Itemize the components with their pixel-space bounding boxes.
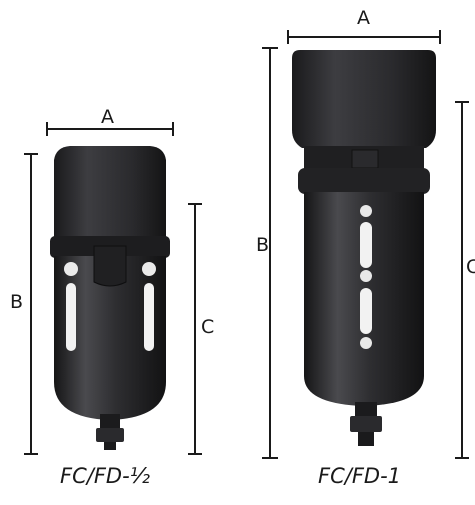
dims-one (262, 30, 469, 459)
filter-one-drain-neck (355, 402, 377, 416)
filter-half-latch (93, 245, 127, 287)
sight-glass-right-top (142, 262, 156, 276)
filter-half-drain-nut (96, 428, 124, 442)
filter-half-inch (50, 146, 170, 450)
sight-glass-right (144, 283, 154, 351)
dim-one-B-label: B (256, 234, 270, 256)
dim-half-B-label: B (10, 291, 24, 313)
dim-half-C-label: C (201, 316, 215, 338)
filter-half-bowl (54, 256, 166, 420)
caption-half: FC/FD-½ (60, 464, 150, 488)
dim-half-A-label: A (101, 106, 114, 128)
dim-one-C-label: C (466, 256, 475, 278)
sight-glass-bottom-dot (360, 337, 372, 349)
filter-one-head (292, 50, 436, 148)
filter-one-drain-nut (350, 416, 382, 432)
filter-half-drain-tip (104, 442, 116, 450)
filter-one-inch (292, 50, 436, 446)
filter-one-collar (298, 168, 430, 194)
sight-glass-left-top (64, 262, 78, 276)
filter-half-drain-neck (100, 414, 120, 428)
sight-glass-mid-dot (360, 270, 372, 282)
sight-glass-lower (360, 288, 372, 334)
dims-half (24, 122, 202, 455)
sight-glass-left (66, 283, 76, 351)
sight-glass-upper (360, 222, 372, 268)
sight-glass-top-dot (360, 205, 372, 217)
filter-one-drain-tip (358, 432, 374, 446)
dim-one-A-label: A (357, 7, 370, 29)
filter-half-head (54, 146, 166, 238)
caption-one: FC/FD-1 (318, 464, 402, 488)
filter-one-latch (351, 149, 379, 169)
